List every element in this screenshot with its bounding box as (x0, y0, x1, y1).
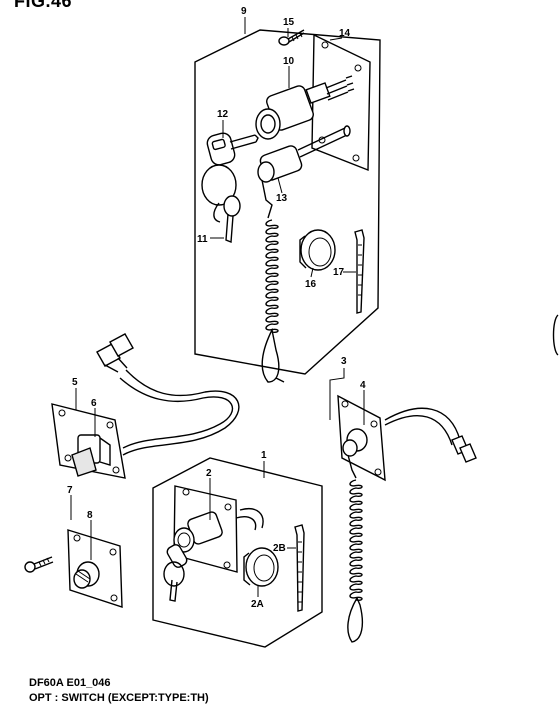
group-box-9 (194, 29, 381, 375)
callout-3: 3 (341, 356, 347, 367)
callout-7: 7 (67, 485, 73, 496)
callout-5: 5 (72, 377, 78, 388)
callout-labels: 9 15 14 10 12 13 11 16 17 3 4 5 6 7 8 1 … (67, 6, 366, 610)
caption-description: OPT : SWITCH (EXCEPT:TYPE:TH) (29, 692, 209, 704)
callout-17: 17 (333, 267, 345, 278)
ignition-switch-2 (163, 511, 223, 602)
callout-13: 13 (276, 193, 288, 204)
callout-9: 9 (241, 6, 247, 17)
edge-mark (552, 314, 559, 356)
callout-2: 2 (206, 468, 212, 479)
cable-tie-2b (294, 524, 305, 612)
callout-1: 1 (261, 450, 267, 461)
cap-2a (243, 547, 279, 587)
caption-code: DF60A E01_046 (29, 677, 111, 689)
callout-2b: 2B (273, 543, 286, 554)
panel-plate-14 (311, 33, 371, 172)
ignition-switch-10 (255, 75, 355, 140)
screw-15 (278, 29, 305, 46)
plate-8 (67, 529, 123, 608)
lanyard-coil-top (261, 219, 285, 383)
stop-switch-13 (257, 125, 351, 219)
stop-plate-4 (337, 394, 477, 482)
cap-16 (299, 229, 336, 271)
cable-tie-17 (354, 229, 365, 314)
callout-15: 15 (283, 17, 295, 28)
harness-wire-5 (96, 333, 240, 456)
callout-2a: 2A (251, 599, 264, 610)
callout-8: 8 (87, 510, 93, 521)
callout-10: 10 (283, 56, 295, 67)
lanyard-coil-right (347, 454, 364, 643)
key-12 (206, 132, 259, 166)
leader-lines (70, 17, 365, 597)
callout-14: 14 (339, 28, 351, 39)
screw-7 (24, 556, 54, 573)
callout-11: 11 (197, 234, 208, 245)
callout-12: 12 (217, 109, 229, 120)
toggle-plate-6 (51, 403, 126, 479)
callout-4: 4 (360, 380, 366, 391)
callout-16: 16 (305, 279, 317, 290)
group-box-1 (152, 457, 323, 648)
figure-title: FIG.46 (14, 0, 73, 11)
keyring-11 (201, 164, 241, 244)
callout-6: 6 (91, 398, 97, 409)
